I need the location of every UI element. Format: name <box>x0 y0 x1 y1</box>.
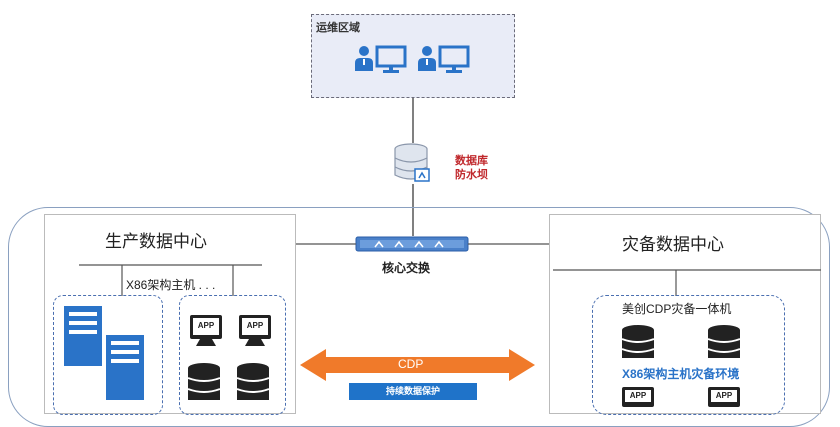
app-label-1: APP <box>197 321 215 330</box>
database-1-icon <box>187 363 221 400</box>
firewall-label: 数据库 防水坝 <box>455 154 488 182</box>
server-1-icon <box>64 306 102 366</box>
firewall-label-line2: 防水坝 <box>455 169 488 181</box>
ops-zone-label: 运维区域 <box>316 22 360 34</box>
dr-internal-lines <box>553 269 821 296</box>
cdp-arrow-label: CDP <box>398 357 424 371</box>
dr-app-label-1: APP <box>629 391 647 400</box>
dr-x86-env-label: X86架构主机灾备环境 <box>622 367 740 381</box>
operator-2-icon <box>418 46 436 71</box>
server-2-icon <box>106 335 144 400</box>
production-internal-lines <box>79 264 262 296</box>
diagram-canvas <box>296 45 549 252</box>
dr-datacenter-box <box>549 214 821 414</box>
continuous-protection-label: 持续数据保护 <box>349 383 477 400</box>
app-monitor-1-icon <box>190 315 222 346</box>
dr-datacenter-title: 灾备数据中心 <box>622 235 724 254</box>
cdp-replication-arrow <box>300 349 535 381</box>
cdp-appliance-label: 美创CDP灾备一体机 <box>622 302 732 316</box>
monitor-2-icon <box>438 45 470 73</box>
dr-database-1-icon <box>621 325 655 358</box>
production-icons <box>64 306 271 400</box>
firewall-label-line1: 数据库 <box>455 155 488 167</box>
x86-hosts-label: X86架构主机 . . . <box>123 276 219 293</box>
dr-icons <box>621 325 741 407</box>
monitor-1-icon <box>375 45 407 73</box>
core-switch-label: 核心交换 <box>382 261 431 275</box>
production-datacenter-title: 生产数据中心 <box>105 232 207 251</box>
app-monitor-2-icon <box>239 315 271 346</box>
dr-app-label-2: APP <box>715 391 733 400</box>
database-2-icon <box>236 363 270 400</box>
operator-1-icon <box>355 46 373 71</box>
dr-database-2-icon <box>707 325 741 358</box>
app-label-2: APP <box>246 321 264 330</box>
database-firewall-icon <box>394 143 430 182</box>
ops-zone <box>311 14 515 98</box>
